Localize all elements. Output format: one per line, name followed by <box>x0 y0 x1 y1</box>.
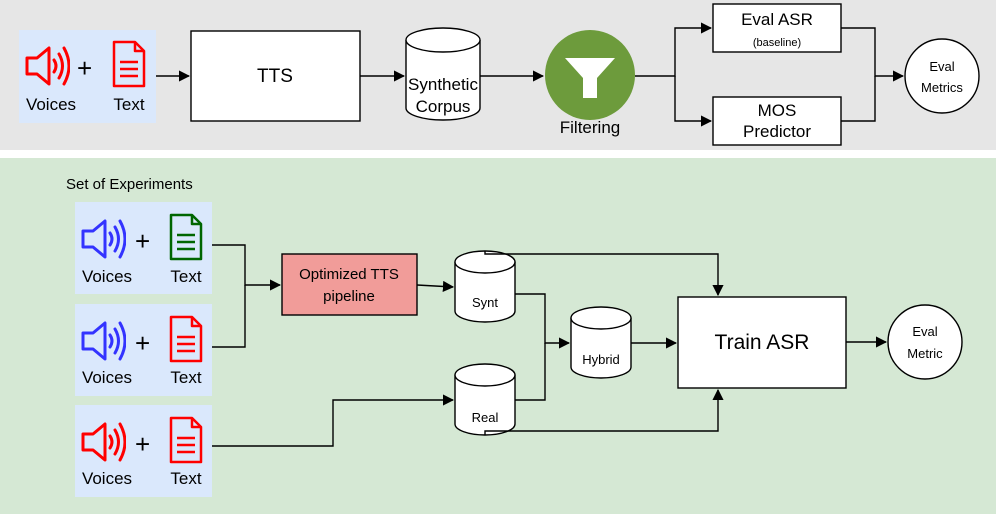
synt-label: Synt <box>472 295 498 310</box>
arrow-eval-asr-to-metrics <box>841 27 905 82</box>
text-label: Text <box>113 95 144 114</box>
train-asr-label: Train ASR <box>715 331 810 354</box>
corpus-label-1: Synthetic <box>408 75 478 94</box>
arrow-input1-to-pipeline <box>212 244 282 291</box>
text-label: Text <box>170 267 201 286</box>
plus-sign: + <box>77 53 92 83</box>
eval-asr-sublabel: (baseline) <box>753 37 801 49</box>
eval-asr-box <box>712 3 842 53</box>
eval-metric-circle <box>887 304 963 380</box>
metric-label-2: Metric <box>907 346 943 361</box>
eval-metrics-circle <box>904 38 980 114</box>
filtering-label: Filtering <box>560 118 620 137</box>
mos-predictor-box <box>712 96 842 146</box>
section-title: Set of Experiments <box>66 176 193 193</box>
arrow-synt-to-train <box>484 251 724 297</box>
voices-label: Voices <box>82 368 132 387</box>
optimized-tts-pipeline-box <box>281 253 418 316</box>
arrow-real-to-hybrid <box>515 343 546 401</box>
mos-label-2: Predictor <box>743 122 811 141</box>
text-label: Text <box>170 469 201 488</box>
arrow-filter-to-eval-asr <box>635 22 713 77</box>
plus-sign: + <box>135 328 150 358</box>
train-asr-box <box>677 296 847 389</box>
arrow-pipeline-to-synt <box>416 280 455 293</box>
voices-label: Voices <box>26 95 76 114</box>
synthetic-corpus-cylinder <box>405 27 481 121</box>
arrow-input3-to-real <box>212 394 455 447</box>
metrics-label-2: Metrics <box>921 80 963 95</box>
pipeline-label-1: Optimized TTS <box>299 266 399 283</box>
hybrid-cylinder <box>570 306 632 379</box>
arrow-input2-to-pipeline <box>212 285 246 348</box>
arrow-real-to-train <box>484 388 724 435</box>
mos-label-1: MOS <box>758 101 797 120</box>
arrow-mos-to-metrics <box>841 76 876 122</box>
tts-label: TTS <box>257 66 293 87</box>
real-label: Real <box>472 410 499 425</box>
corpus-label-2: Corpus <box>416 97 471 116</box>
pipeline-label-2: pipeline <box>323 288 375 305</box>
voices-label: Voices <box>82 267 132 286</box>
plus-sign: + <box>135 429 150 459</box>
metrics-label-1: Eval <box>929 59 954 74</box>
eval-asr-label: Eval ASR <box>741 10 813 29</box>
text-label: Text <box>170 368 201 387</box>
tts-box <box>190 30 361 122</box>
arrow-filter-to-mos <box>674 76 713 127</box>
metric-label-1: Eval <box>912 324 937 339</box>
filter-icon <box>545 30 635 120</box>
plus-sign: + <box>135 226 150 256</box>
hybrid-label: Hybrid <box>582 352 620 367</box>
synt-cylinder <box>454 250 516 323</box>
voices-label: Voices <box>82 469 132 488</box>
arrow-synt-to-hybrid <box>515 293 571 349</box>
